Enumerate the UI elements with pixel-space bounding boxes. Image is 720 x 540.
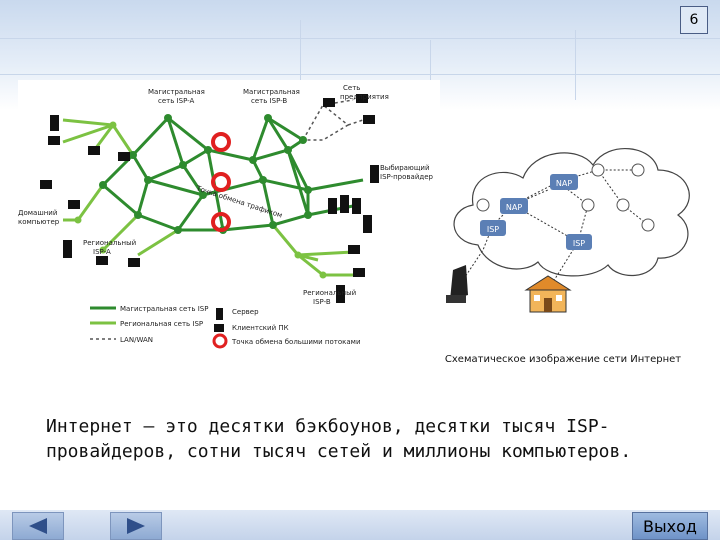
exit-button[interactable]: Выход [632, 512, 708, 540]
header-grid-line [0, 38, 720, 39]
svg-text:NAP: NAP [506, 203, 522, 212]
svg-text:ISP: ISP [487, 225, 499, 234]
nap-points [211, 132, 231, 232]
svg-text:NAP: NAP [556, 179, 572, 188]
previous-slide-button[interactable] [12, 512, 64, 540]
header-grid-line [575, 30, 576, 100]
legend-nap-icon [212, 333, 228, 349]
cloud-shape [453, 148, 690, 277]
bottom-navigation-bar [0, 510, 720, 540]
legend-nap: Точка обмена большими потоками [231, 338, 361, 346]
body-text: Интернет — это десятки бэкбоунов, десятк… [46, 416, 632, 462]
house-icon [524, 275, 572, 313]
header-grid-line [0, 74, 720, 75]
svg-text:ISP: ISP [573, 239, 585, 248]
diagram-legend: Магистральная сеть ISP Региональная сеть… [90, 305, 361, 346]
legend-regional: Региональная сеть ISP [120, 320, 203, 328]
backbone-nodes [99, 114, 312, 234]
diagram-caption: Схематическое изображение сети Интернет [444, 354, 682, 365]
cloud-nodes: NAP NAP ISP ISP [480, 174, 592, 250]
internet-cloud-diagram: NAP NAP ISP ISP [438, 130, 700, 340]
slide-number: 6 [680, 6, 708, 34]
next-slide-button[interactable] [110, 512, 162, 540]
lan-links [302, 99, 364, 141]
cloud-diagram-svg: NAP NAP ISP ISP [446, 148, 690, 313]
legend-server: Сервер [232, 308, 259, 316]
regional-nodes [74, 121, 327, 279]
modem-icon [446, 265, 468, 303]
legend-backbone: Магистральная сеть ISP [120, 305, 208, 313]
header-grid-line [300, 20, 301, 100]
arrow-left-icon [29, 518, 47, 534]
computer-icons [40, 94, 379, 332]
cloud-router-icons [476, 163, 655, 232]
legend-client: Клиентский ПК [232, 324, 289, 332]
label-nap-diagonal: Точка обмена трафиком [194, 184, 283, 220]
arrow-right-icon [127, 518, 145, 534]
backbone-links [100, 116, 364, 232]
legend-lan: LAN/WAN [120, 336, 153, 344]
header-grid-line [430, 40, 431, 100]
